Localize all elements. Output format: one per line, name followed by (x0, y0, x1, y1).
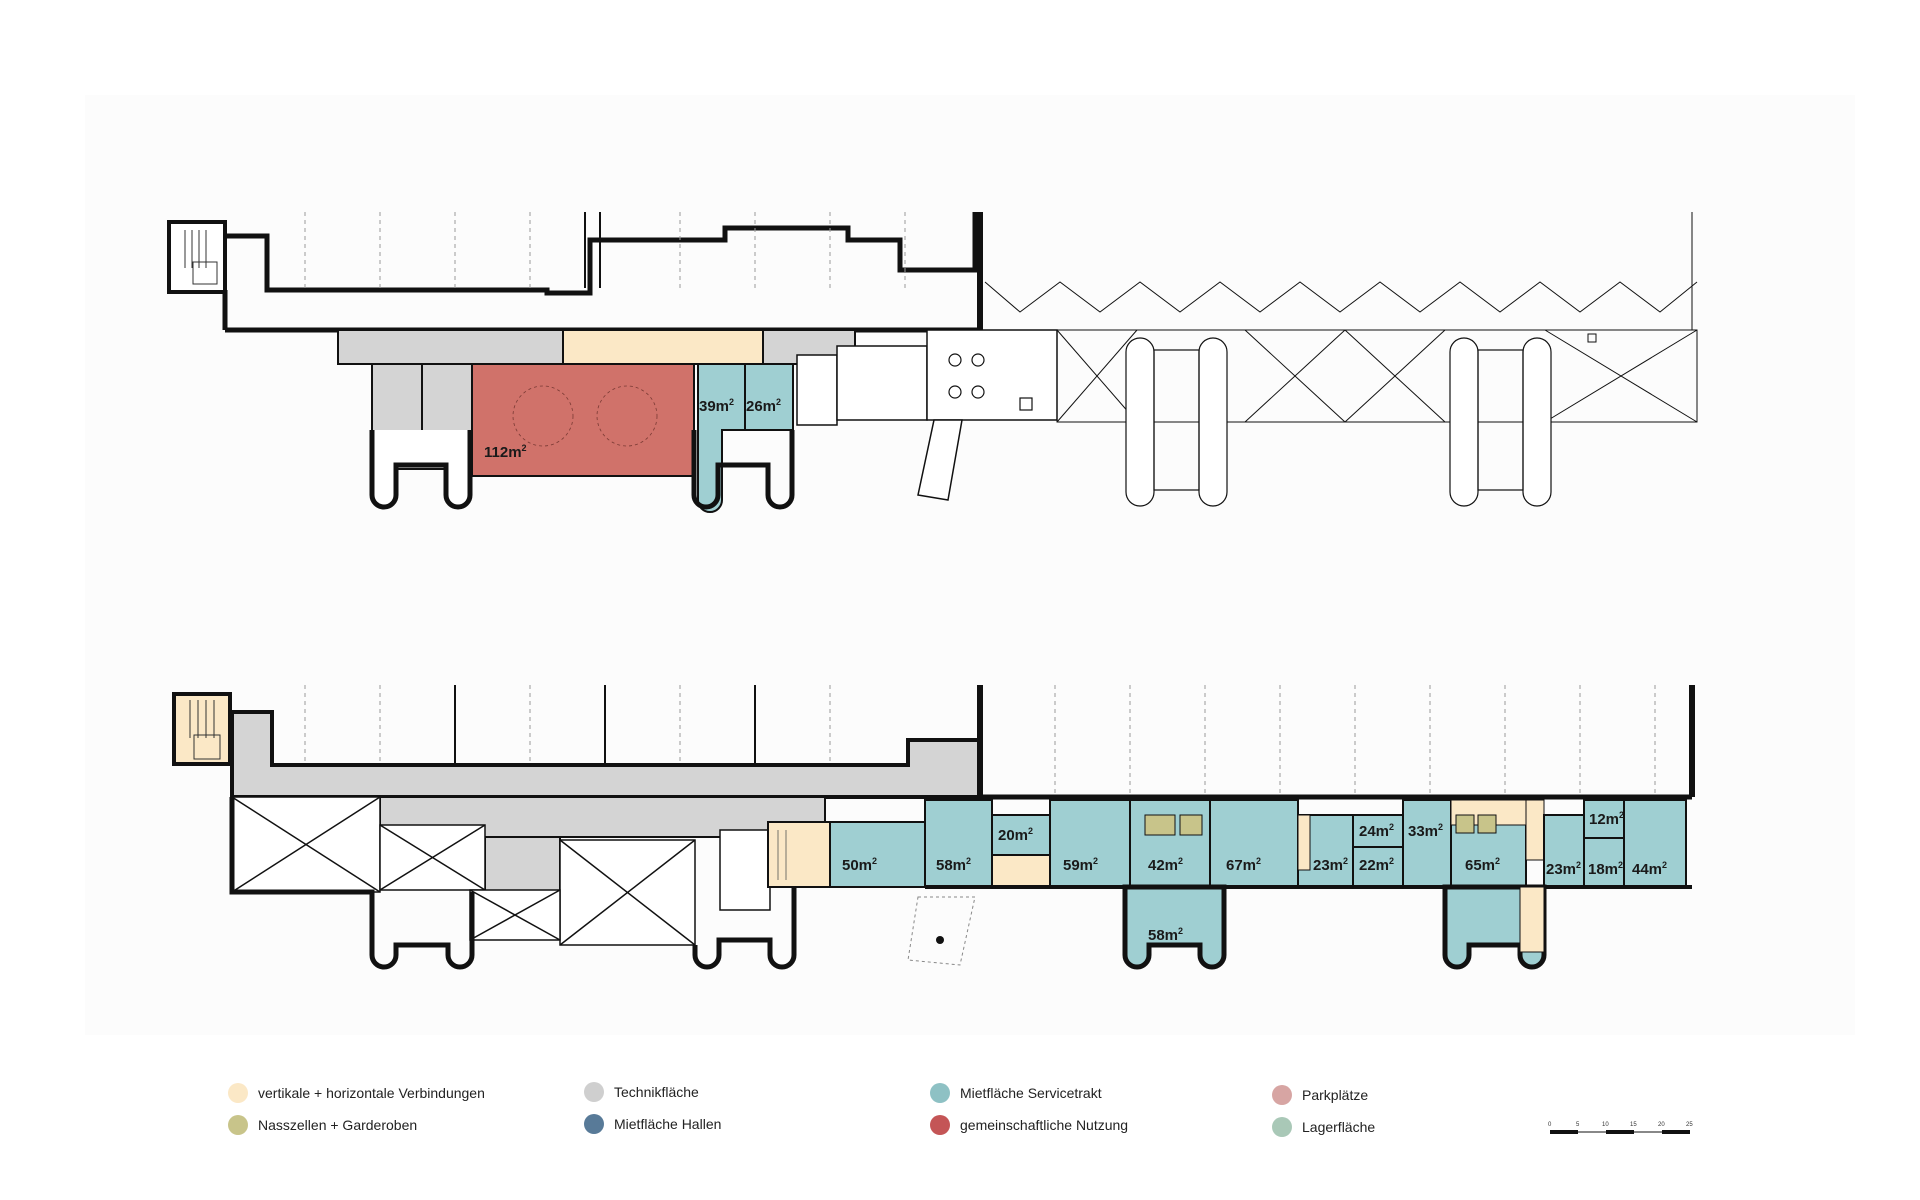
lower-label-42: 42m2 (1148, 856, 1183, 874)
legend-label-technical: Technikfläche (614, 1084, 699, 1100)
lower-label-65: 65m2 (1465, 856, 1500, 874)
legend-swatch-technical (584, 1082, 604, 1102)
lower-plan (172, 685, 1695, 970)
legend-swatch-common (930, 1115, 950, 1135)
legend-item-halls: Mietfläche Hallen (584, 1114, 721, 1134)
lower-label-23a: 23m2 (1313, 856, 1348, 874)
lower-label-44: 44m2 (1632, 860, 1667, 878)
upper-grid-lines (304, 212, 906, 290)
scale-tick-10: 10 (1602, 1122, 1609, 1128)
legend-label-halls: Mietfläche Hallen (614, 1116, 722, 1132)
legend-item-service: Mietfläche Servicetrakt (930, 1083, 1102, 1103)
upper-connection-corridor (562, 329, 764, 365)
legend-item-wet: Nasszellen + Garderoben (228, 1115, 417, 1135)
legend-item-storage: Lagerfläche (1272, 1117, 1375, 1137)
lower-label-22: 22m2 (1359, 856, 1394, 874)
legend-item-technical: Technikfläche (584, 1082, 699, 1102)
lower-label-33: 33m2 (1408, 822, 1443, 840)
upper-stair-tower (167, 220, 227, 294)
upper-roof-east (984, 212, 1698, 423)
scale-tick-25: 25 (1686, 1122, 1693, 1128)
legend-label-common: gemeinschaftliche Nutzung (960, 1117, 1129, 1133)
upper-plan (167, 212, 1698, 513)
lower-label-58b: 58m2 (1148, 926, 1183, 944)
scale-tick-5: 5 (1576, 1122, 1580, 1128)
lower-label-59: 59m2 (1063, 856, 1098, 874)
legend-label-storage: Lagerfläche (1302, 1119, 1376, 1135)
legend-item-common: gemeinschaftliche Nutzung (930, 1115, 1128, 1135)
lower-room-18 (1583, 837, 1625, 888)
upper-label-26: 26m2 (746, 397, 781, 415)
scale-tick-20: 20 (1658, 1122, 1665, 1128)
lower-room-50 (829, 821, 926, 888)
lower-label-23b: 23m2 (1546, 860, 1581, 878)
legend-swatch-wet (228, 1115, 248, 1135)
upper-room-26 (744, 363, 794, 431)
lower-room-24 (1352, 814, 1404, 848)
lower-west-halls (231, 796, 696, 946)
lower-room-labels: 50m2 58m2 20m2 59m2 42m2 67m2 23m2 24m2 … (842, 810, 1667, 944)
legend-swatch-parking (1272, 1085, 1292, 1105)
lower-connection-core (767, 821, 831, 888)
upper-label-39: 39m2 (699, 397, 734, 415)
lower-label-50: 50m2 (842, 856, 877, 874)
lower-label-18: 18m2 (1588, 860, 1623, 878)
lower-label-24: 24m2 (1359, 822, 1394, 840)
legend-label-wet: Nasszellen + Garderoben (258, 1117, 418, 1133)
scale-bar: 0 5 10 15 20 25 (1548, 1122, 1693, 1134)
lower-stair-tower (172, 692, 232, 766)
lower-grid-lines (304, 685, 1656, 797)
upper-technical-corridor (337, 329, 564, 365)
legend-item-parking: Parkplätze (1272, 1085, 1368, 1105)
upper-room-112 (471, 363, 695, 477)
lower-room-33 (1402, 799, 1452, 888)
legend-swatch-connections (228, 1083, 248, 1103)
lower-label-12: 12m2 (1589, 810, 1624, 828)
upper-label-112: 112m2 (484, 443, 527, 461)
lower-room-58b (1122, 884, 1227, 970)
upper-rotundas (1125, 337, 1552, 507)
legend-swatch-halls (584, 1114, 604, 1134)
legend-item-connections: vertikale + horizontale Verbindungen (228, 1083, 485, 1103)
lower-room-59 (1049, 799, 1131, 888)
lower-room-23b (1543, 814, 1585, 888)
lower-label-67: 67m2 (1226, 856, 1261, 874)
legend-label-connections: vertikale + horizontale Verbindungen (258, 1085, 485, 1101)
lower-label-58a: 58m2 (936, 856, 971, 874)
legend-swatch-service (930, 1083, 950, 1103)
scale-tick-0: 0 (1548, 1122, 1552, 1128)
lower-label-20: 20m2 (998, 826, 1033, 844)
upper-outer-wall (225, 212, 978, 296)
legend-label-parking: Parkplätze (1302, 1087, 1369, 1103)
upper-tower-west (369, 430, 473, 510)
legend-swatch-storage (1272, 1117, 1292, 1137)
legend-label-service: Mietfläche Servicetrakt (960, 1085, 1102, 1101)
scale-tick-15: 15 (1630, 1122, 1637, 1128)
